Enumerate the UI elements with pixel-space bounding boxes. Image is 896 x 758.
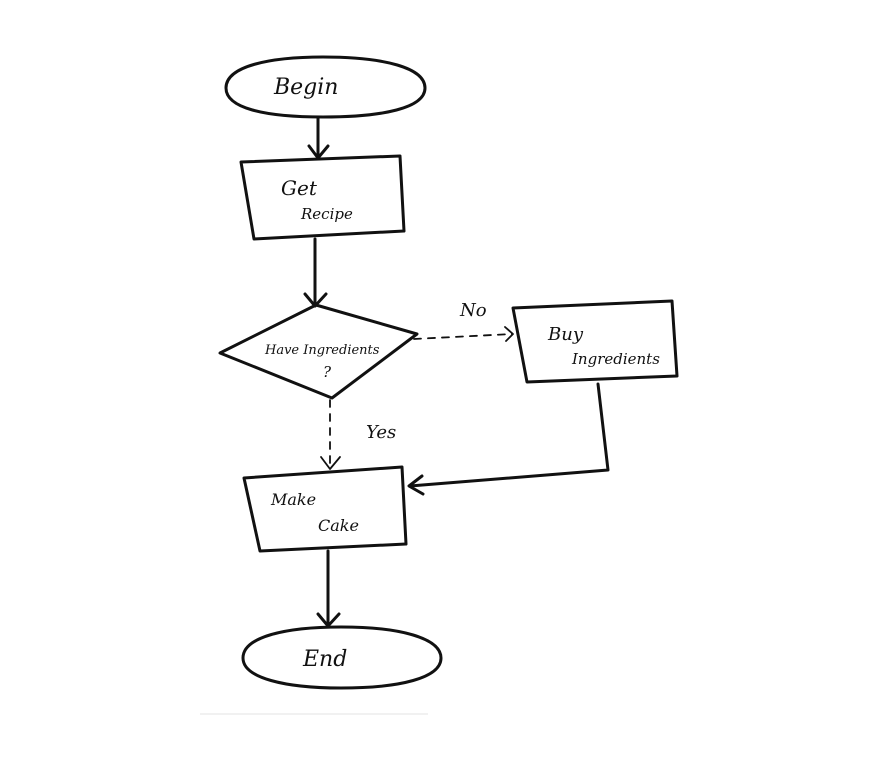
buy-label-line2: Ingredients [571, 350, 660, 368]
end-label: End [302, 647, 347, 672]
begin-terminal [224, 55, 427, 119]
make-cake-box [242, 465, 408, 553]
get-recipe-label-line1: Get [281, 176, 318, 200]
arrow-buy-to-make [408, 382, 610, 488]
get-recipe-label-line2: Recipe [300, 205, 353, 223]
no-label: No [459, 300, 487, 321]
get-recipe-box [239, 154, 406, 241]
arrowhead-yes-branch [320, 456, 341, 470]
end-terminal [241, 625, 443, 690]
buy-ingredients-box [511, 299, 679, 384]
make-cake-label-line2: Cake [318, 516, 359, 535]
begin-label: Begin [273, 75, 338, 100]
arrowhead-no-branch [504, 326, 514, 342]
decision-label-line1: Have Ingredients [264, 343, 380, 358]
make-cake-label-line1: Make [270, 490, 316, 509]
yes-label: Yes [366, 422, 396, 443]
arrowhead-buy-to-make [407, 474, 425, 496]
decision-label-line2: ? [323, 363, 332, 381]
decision-diamond [218, 303, 419, 400]
buy-label-line1: Buy [547, 324, 584, 345]
arrow-no-branch [413, 333, 513, 340]
